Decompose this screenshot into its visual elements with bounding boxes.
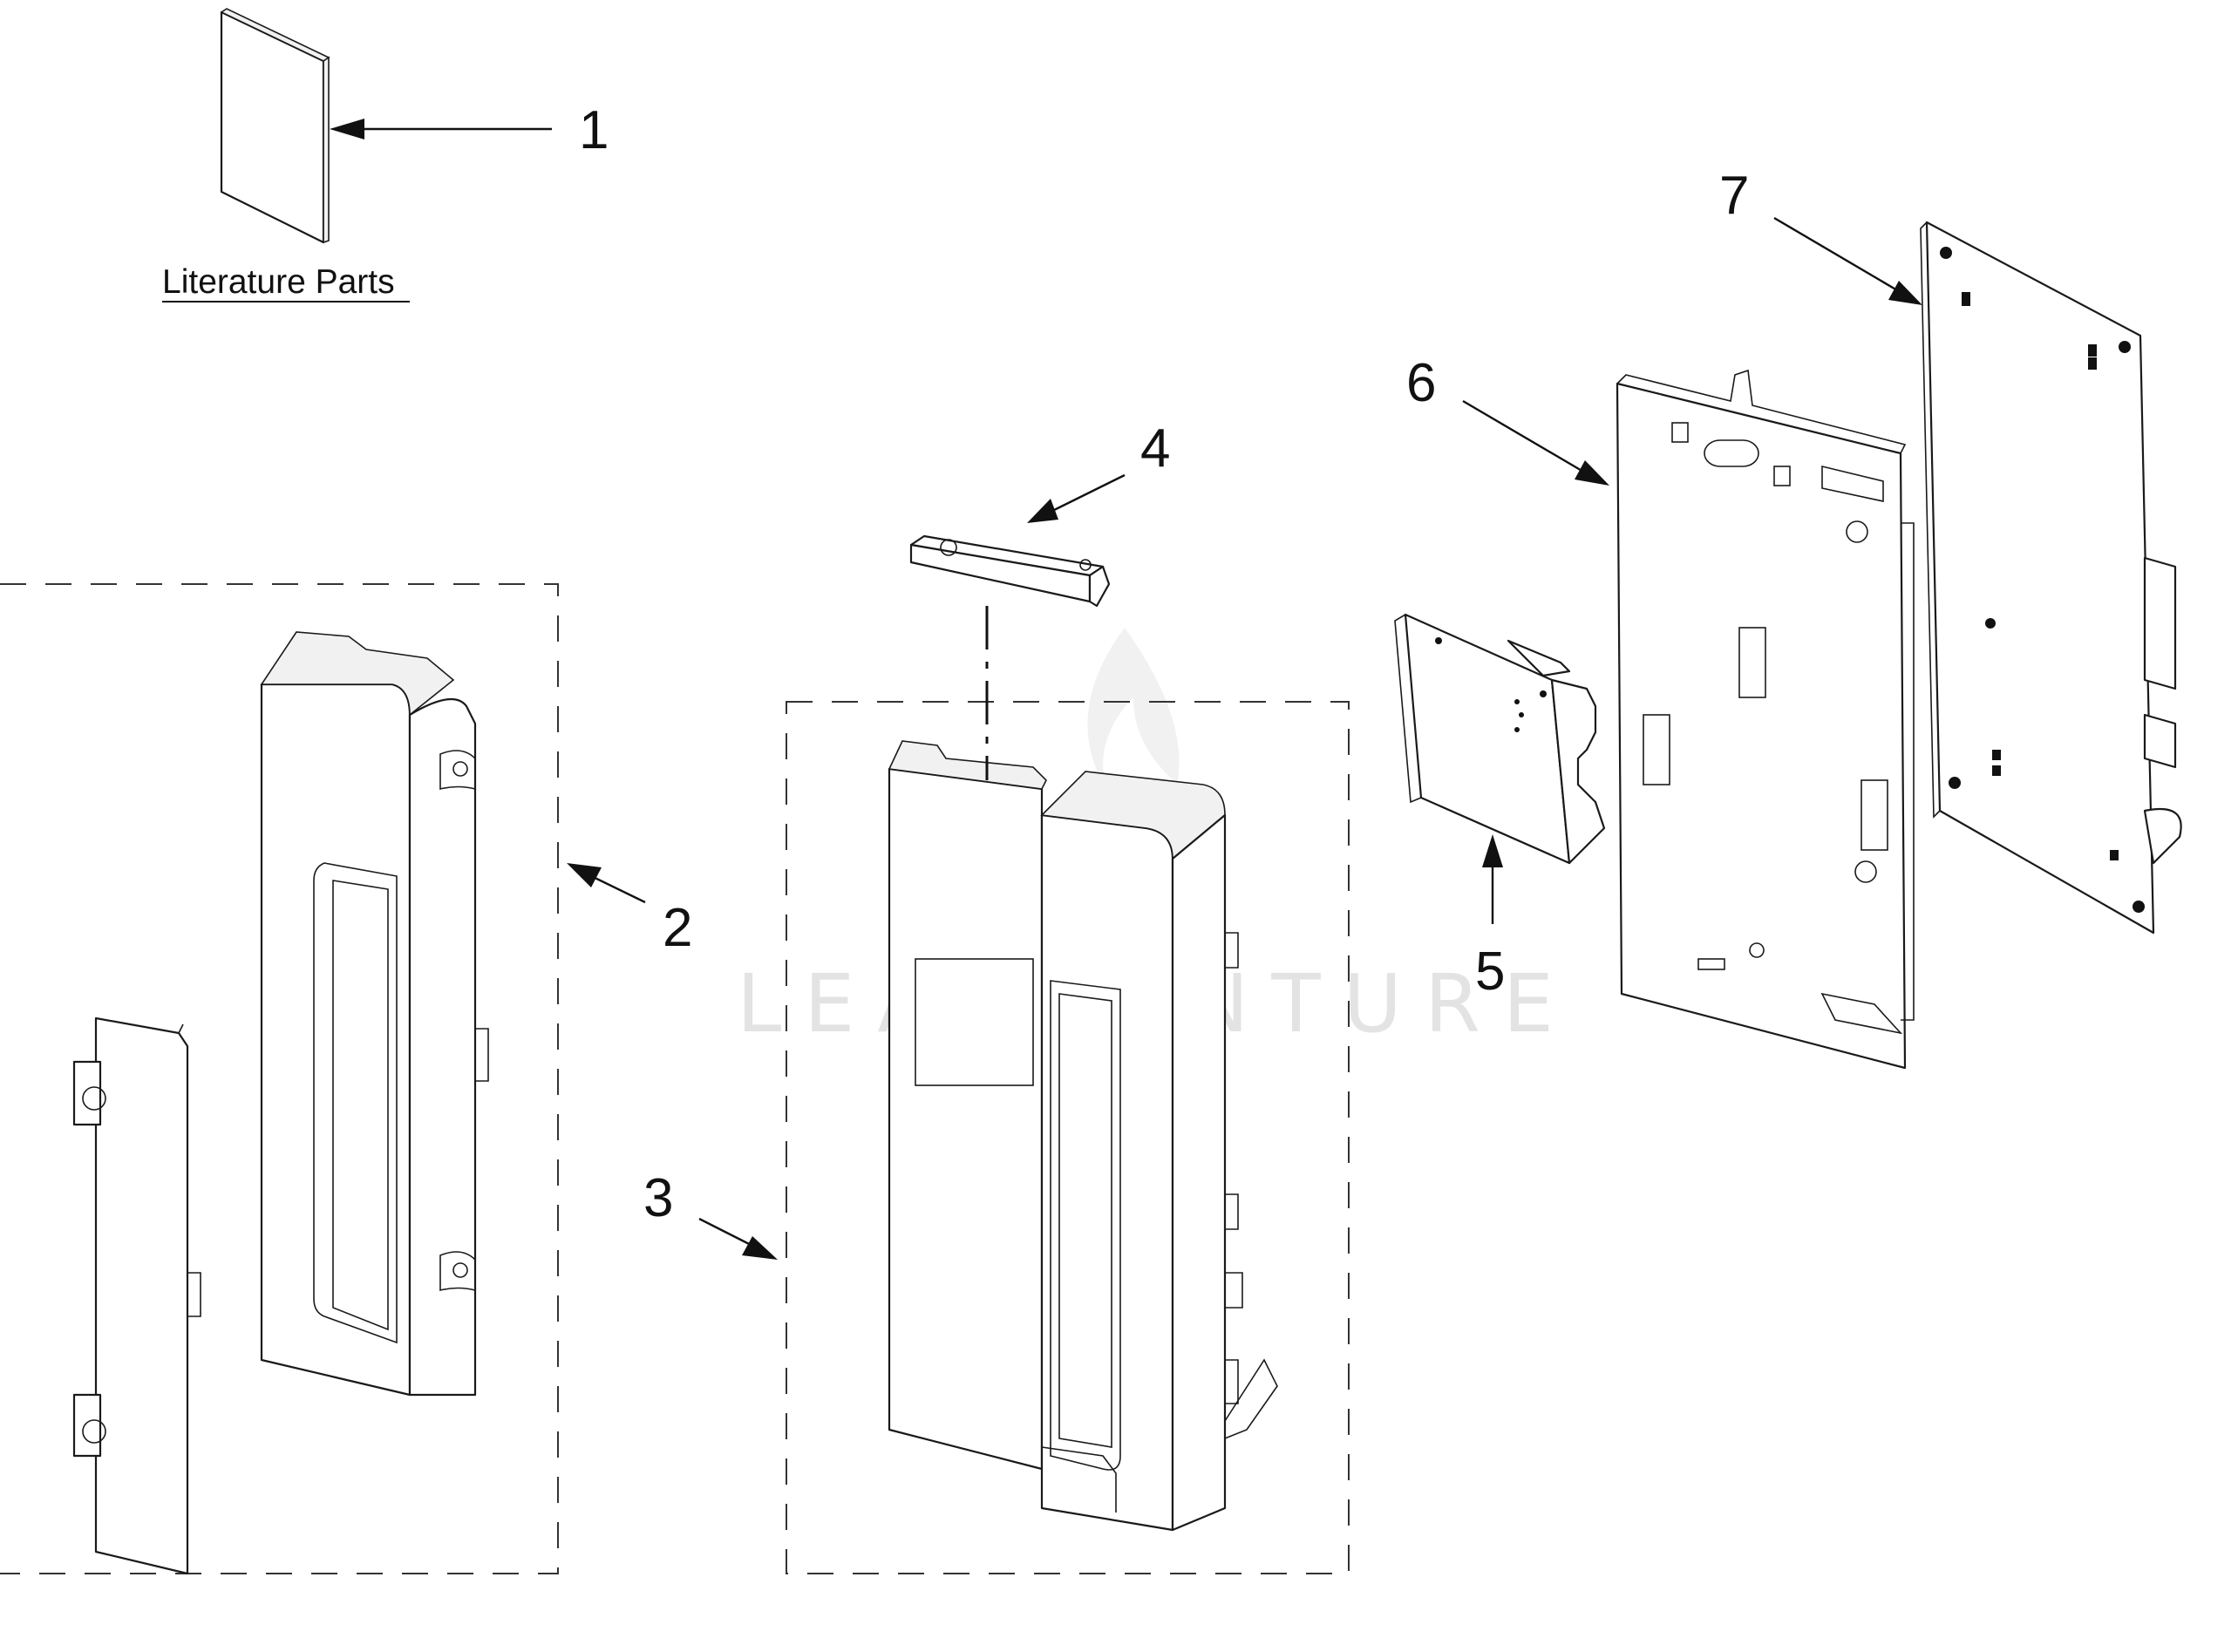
mounting-bracket-part (1616, 369, 1915, 1070)
callout-1: 1 (579, 100, 609, 160)
literature-book-icon (220, 8, 330, 244)
callout-3: 3 (643, 1168, 673, 1228)
callout-4: 4 (1140, 418, 1170, 479)
door-handle-part (260, 631, 489, 1397)
literature-parts-label: Literature Parts (162, 263, 395, 301)
group-box-left (0, 583, 559, 1574)
latch-clip-part (909, 534, 1111, 608)
callout-2: 2 (663, 898, 692, 958)
handle-bracket-part (72, 1016, 201, 1575)
main-pcb-part (1920, 221, 2182, 935)
control-panel-part (888, 740, 1278, 1532)
control-board-part (1394, 613, 1606, 865)
callout-6: 6 (1406, 353, 1436, 413)
callout-5: 5 (1475, 942, 1505, 1002)
leader-arrows (330, 119, 1922, 1260)
callout-7: 7 (1719, 166, 1749, 226)
group-box-center (786, 701, 1350, 1574)
